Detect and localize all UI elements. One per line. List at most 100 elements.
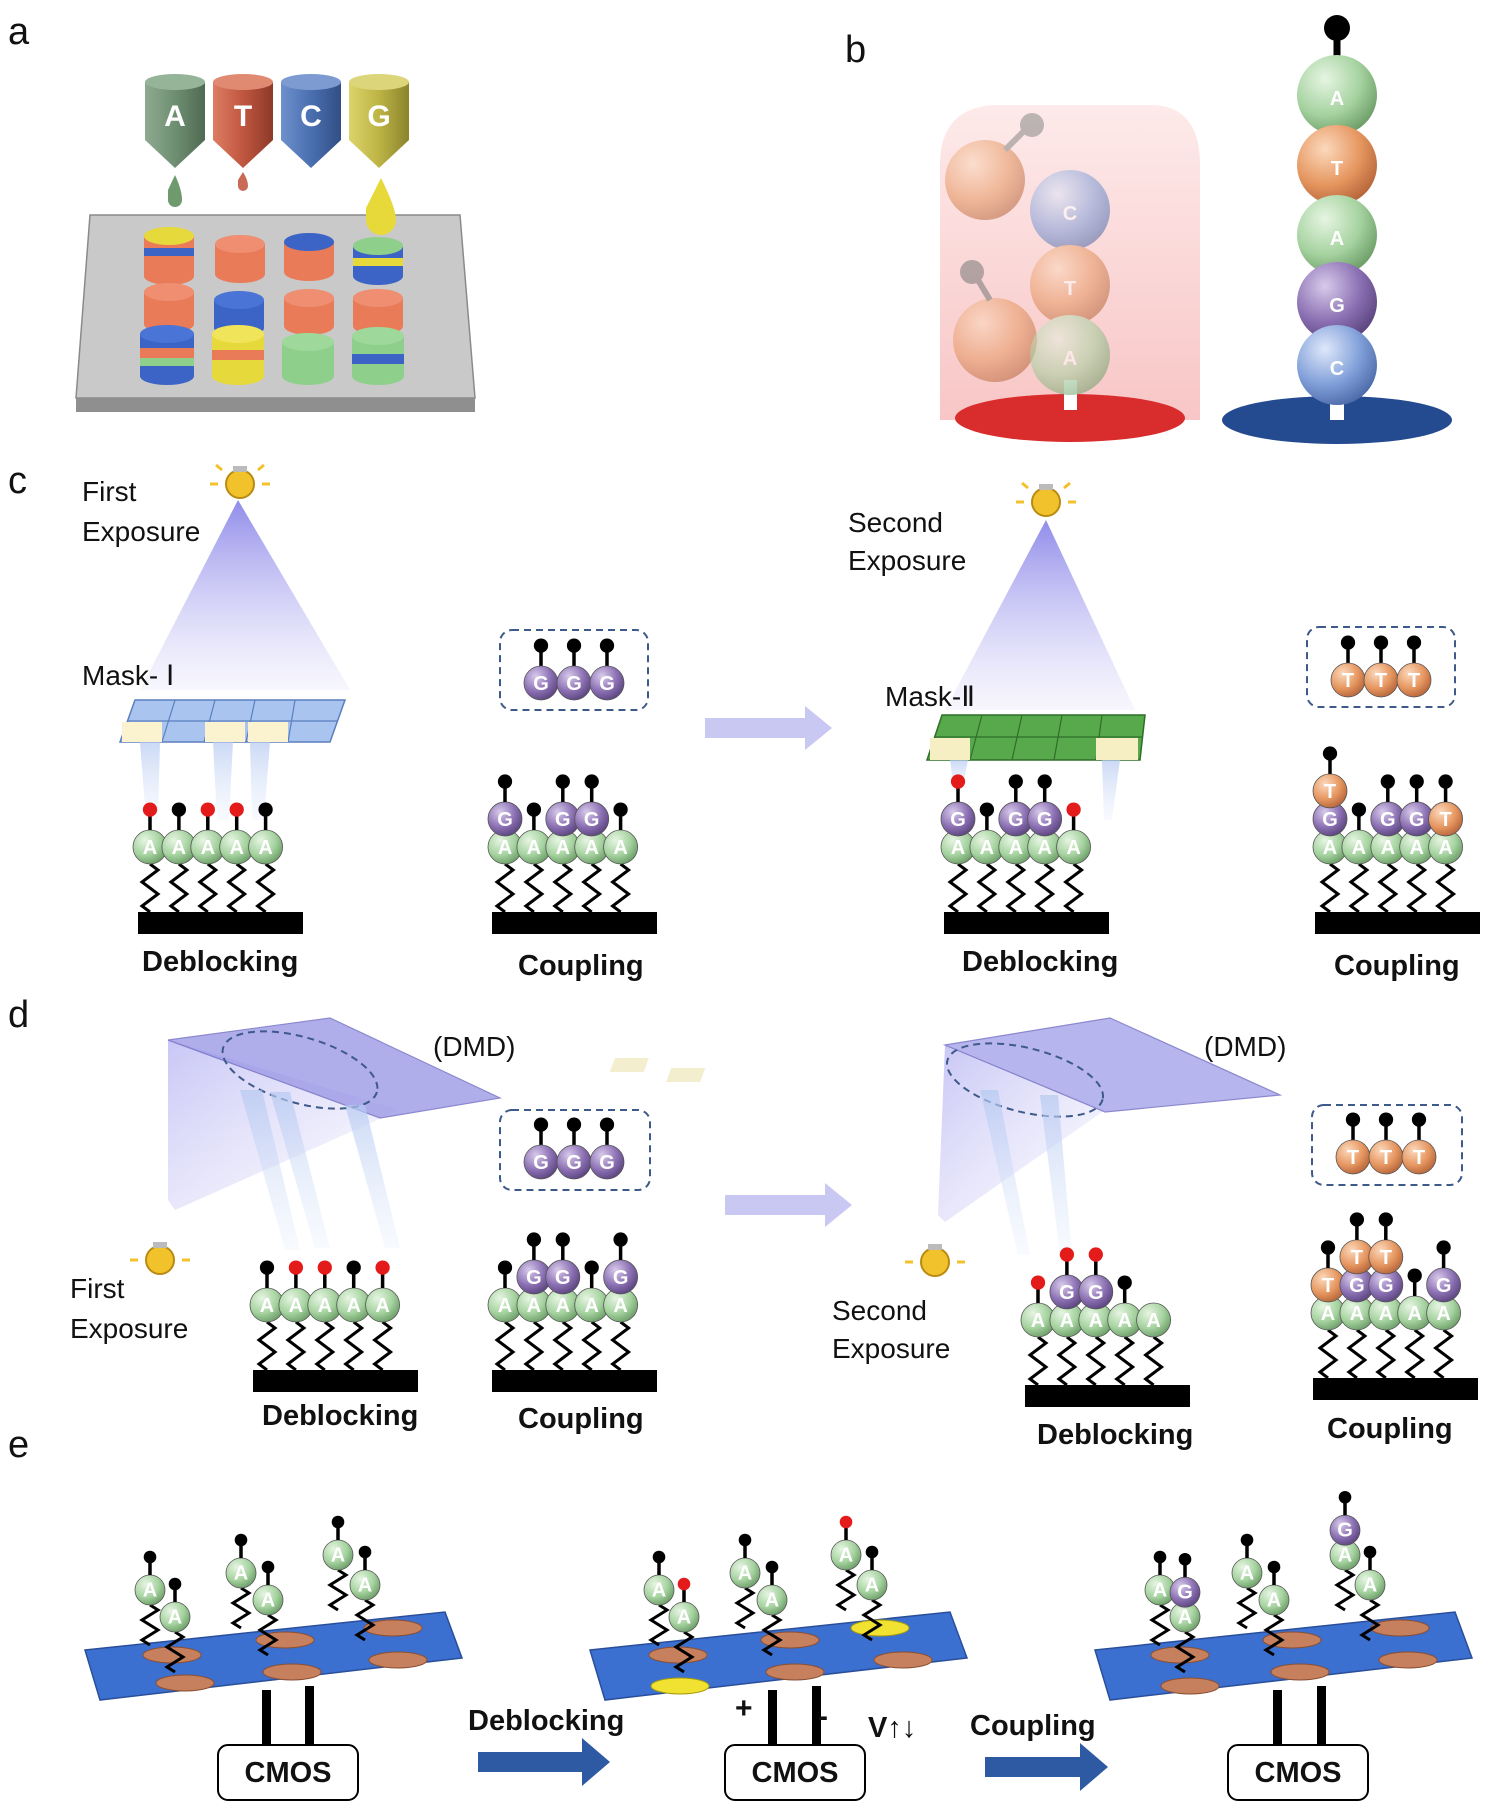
linker <box>1027 1335 1049 1387</box>
linker <box>1359 1598 1381 1642</box>
glass-slide-edge <box>76 398 475 412</box>
protecting-group <box>497 1260 513 1288</box>
protecting-group <box>738 1533 752 1558</box>
monomer-t: T <box>1368 1139 1404 1175</box>
tip-c: C <box>281 74 341 168</box>
svg-text:A: A <box>865 1574 879 1596</box>
linker <box>1263 1613 1285 1657</box>
panel-label-c: c <box>8 460 27 502</box>
svg-text:A: A <box>1117 1310 1131 1332</box>
svg-text:G: G <box>1349 1275 1365 1297</box>
bead-g: G <box>545 1259 581 1295</box>
svg-text:A: A <box>613 837 627 859</box>
protecting-group <box>1438 774 1453 802</box>
linker <box>1377 862 1399 914</box>
linker <box>1346 1328 1368 1380</box>
protecting-group <box>1153 1550 1167 1575</box>
d-first-exposure-line2: Exposure <box>70 1313 188 1344</box>
bead-a: A <box>1020 1302 1056 1338</box>
protecting-group <box>259 1260 275 1288</box>
deprotected-site <box>317 1260 332 1288</box>
bead-a: A <box>545 829 581 865</box>
svg-text:A: A <box>1363 1574 1377 1596</box>
svg-text:G: G <box>555 1267 571 1289</box>
bead-t: T <box>1428 801 1463 837</box>
svg-text:A: A <box>652 1579 666 1601</box>
linker <box>354 1598 376 1642</box>
svg-text:T: T <box>1322 1275 1334 1297</box>
bead-a: A <box>248 829 284 865</box>
bead-a: A <box>307 1287 343 1323</box>
bead-a1: A <box>1330 88 1344 110</box>
bead-g: G <box>1329 295 1345 317</box>
panel-label-e: e <box>8 1424 29 1466</box>
linker <box>226 862 248 914</box>
linker <box>1085 1335 1107 1387</box>
c-deblocking-2-label: Deblocking <box>962 946 1118 978</box>
svg-text:A: A <box>613 1295 627 1317</box>
protecting-group <box>1320 1240 1336 1268</box>
linker <box>255 862 277 914</box>
bead-a: A <box>349 1569 381 1601</box>
panel-label-d: d <box>8 994 29 1036</box>
bead-a: A <box>574 1287 610 1323</box>
svg-text:A: A <box>1350 1303 1364 1325</box>
deprotected-site <box>839 1515 853 1540</box>
protecting-group <box>1407 1268 1422 1296</box>
droplet-red <box>238 172 248 191</box>
arrow-c <box>705 706 832 750</box>
deprotected-site <box>1066 802 1081 830</box>
bead-t: T <box>1312 773 1348 809</box>
mask1-label: Mask- Ⅰ <box>82 660 174 691</box>
tip-a: A <box>145 74 205 168</box>
svg-text:A: A <box>358 1574 372 1596</box>
mask-2 <box>925 714 1146 761</box>
red-substrate <box>955 394 1185 442</box>
bead-g: G <box>1329 1514 1361 1546</box>
svg-text:A: A <box>289 1295 303 1317</box>
free-monomers <box>945 113 1044 382</box>
protecting-group <box>566 1117 582 1145</box>
linker <box>552 1320 574 1372</box>
linker <box>139 1603 161 1647</box>
bead-a: A <box>365 1287 401 1323</box>
bead-g: G <box>545 801 581 837</box>
bead-a: A <box>756 1584 788 1616</box>
bead-a: A <box>1136 1302 1171 1338</box>
bead-a: A <box>278 1287 314 1323</box>
protecting-group <box>1240 1533 1254 1558</box>
svg-text:A: A <box>172 837 186 859</box>
linker <box>610 862 632 914</box>
panel-label-b: b <box>845 29 866 71</box>
tip-t: T <box>213 74 273 168</box>
svg-text:A: A <box>1338 1544 1352 1566</box>
protecting-group <box>143 1550 157 1575</box>
plus-sign: + <box>735 1692 753 1725</box>
monomer-box-t-c <box>1306 626 1456 708</box>
e-coupling-label: Coupling <box>970 1710 1096 1742</box>
protecting-group <box>1378 1212 1393 1240</box>
linker <box>1034 862 1056 914</box>
dmd-beam-2 <box>938 1045 1105 1222</box>
protecting-group <box>1178 1552 1192 1578</box>
protecting-group <box>613 802 628 830</box>
deprotected-site <box>288 1260 304 1288</box>
lamp-icon <box>210 463 270 499</box>
linker <box>835 1568 857 1612</box>
protecting-group <box>533 1117 549 1145</box>
protecting-group <box>358 1545 372 1570</box>
dmd-ray-1b <box>270 1092 330 1248</box>
d-coupling-1-label: Coupling <box>518 1403 644 1435</box>
linker <box>230 1586 252 1630</box>
protecting-group <box>168 1577 182 1602</box>
light-cone-1 <box>140 500 350 690</box>
cmos-label-2: CMOS <box>752 1757 839 1789</box>
linker <box>1334 1568 1356 1612</box>
monomer-t: T <box>1335 1139 1371 1175</box>
